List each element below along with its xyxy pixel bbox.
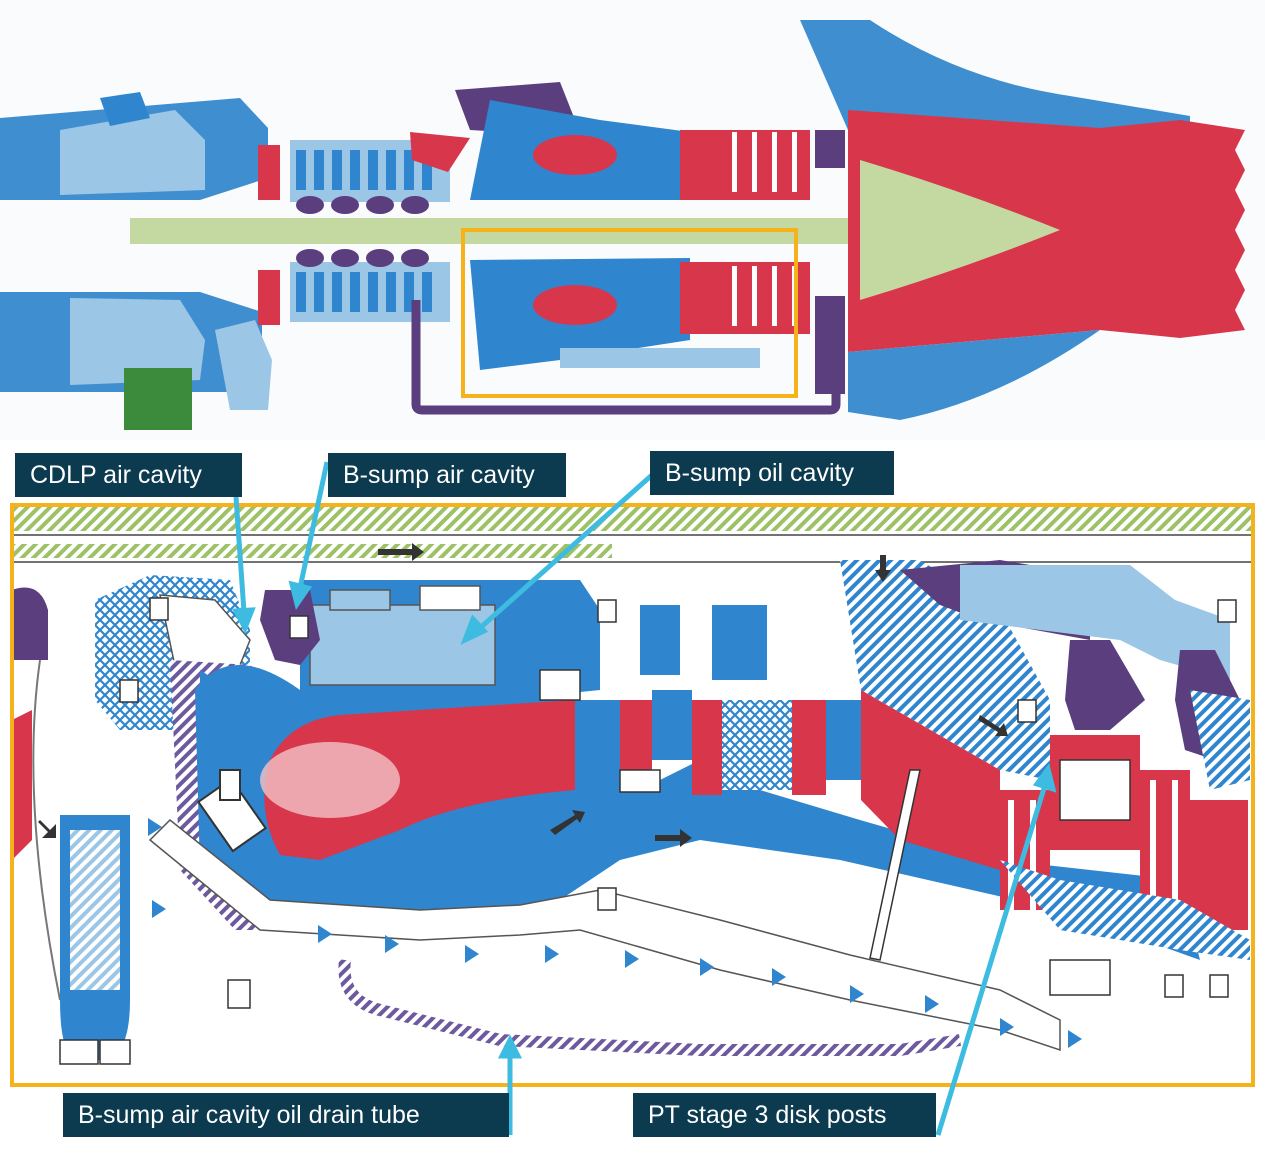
label-bsump-oil-cavity: B-sump oil cavity bbox=[650, 451, 894, 495]
fuel-nozzle bbox=[197, 769, 267, 853]
label-pt-stage-3-disk-posts: PT stage 3 disk posts bbox=[633, 1093, 936, 1137]
flame-core bbox=[260, 742, 400, 818]
detail-view bbox=[10, 503, 1255, 1087]
diffuser-duct bbox=[148, 818, 1061, 1052]
compressor-section bbox=[258, 132, 470, 325]
callout-lines bbox=[231, 461, 1057, 1136]
gas-generator-upper bbox=[455, 82, 845, 200]
callout-line-cdlp bbox=[233, 496, 247, 613]
label-bsump-air-cavity: B-sump air cavity bbox=[328, 453, 566, 497]
combustor-flame bbox=[264, 700, 575, 860]
gas-generator-lower bbox=[470, 258, 845, 394]
highlight-frame-detail bbox=[10, 503, 1255, 1087]
callout-line-bsump-air bbox=[297, 461, 330, 589]
exhaust-section bbox=[800, 20, 1245, 420]
oil-drain-tube bbox=[338, 959, 961, 1056]
accessory-gearbox bbox=[124, 368, 192, 430]
fittings bbox=[59, 597, 1237, 1065]
engine-overview bbox=[0, 0, 1265, 440]
purple-bypass-pipe bbox=[411, 300, 841, 415]
label-bsump-air-cavity-oil-drain-tube: B-sump air cavity oil drain tube bbox=[63, 1093, 509, 1137]
flow-arrows bbox=[38, 543, 1008, 847]
label-cdlp-air-cavity: CDLP air cavity bbox=[15, 453, 242, 497]
callout-line-pt3 bbox=[935, 784, 1048, 1136]
flow-triangles bbox=[148, 670, 1082, 1048]
highlight-frame-overview bbox=[461, 228, 798, 398]
callout-line-bsump-oil bbox=[478, 473, 654, 630]
